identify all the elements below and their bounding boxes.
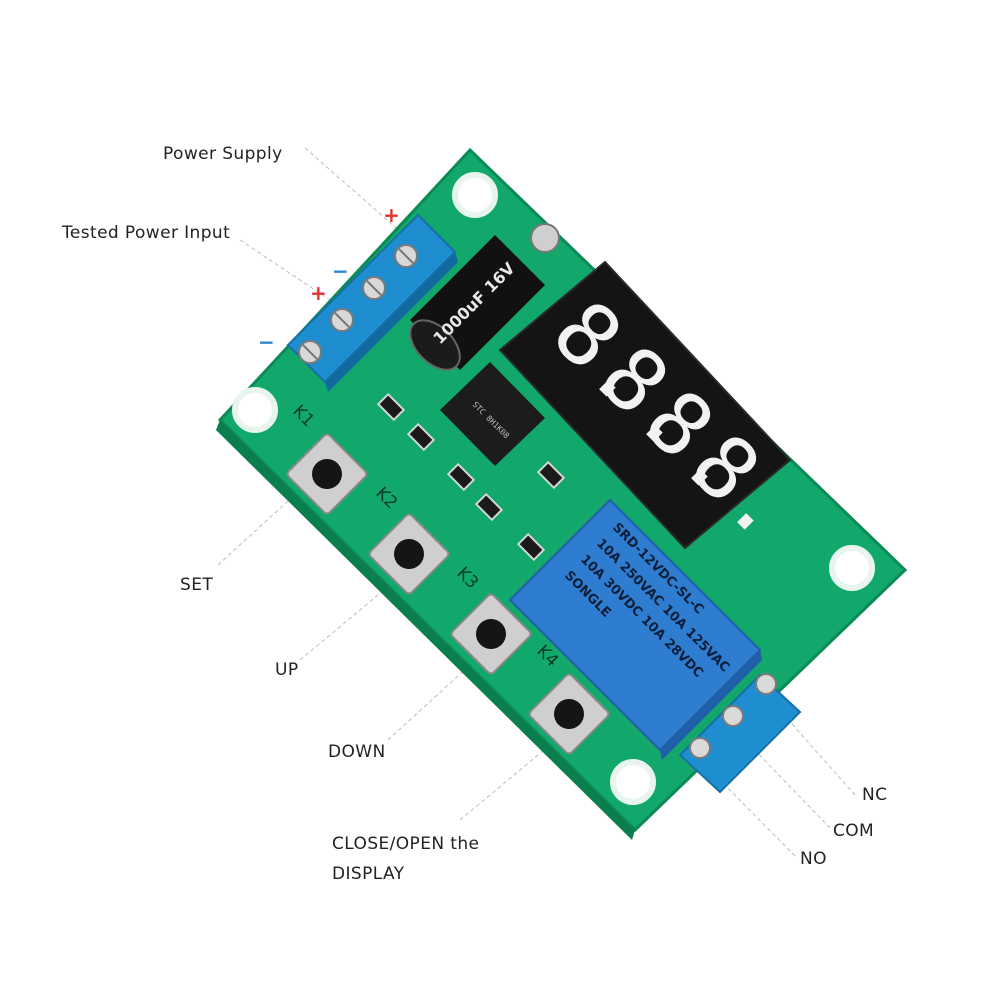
close-open-line-2: DISPLAY bbox=[332, 864, 405, 884]
plus-mark-tested: + bbox=[310, 281, 328, 305]
plus-mark-power: + bbox=[383, 203, 401, 227]
button-cap-icon bbox=[476, 619, 506, 649]
seven-segment-display: 8.8.8.8. bbox=[498, 260, 815, 559]
leader-up bbox=[299, 584, 391, 661]
leader-power-supply bbox=[304, 147, 411, 241]
tested-power-input-label: Tested Power Input bbox=[62, 223, 231, 243]
output-terminal-block bbox=[678, 673, 802, 794]
pcb-edge bbox=[216, 420, 635, 840]
leader-close-open bbox=[459, 744, 551, 821]
button-cap-icon bbox=[312, 459, 342, 489]
com-label: COM bbox=[833, 821, 875, 841]
button-cap-icon bbox=[394, 539, 424, 569]
nc-label: NC bbox=[862, 785, 888, 805]
down-label: DOWN bbox=[328, 742, 386, 762]
close-open-line-1: CLOSE/OPEN the bbox=[332, 834, 480, 854]
minus-mark-tested: − bbox=[258, 330, 276, 354]
button-k1[interactable] bbox=[286, 433, 368, 515]
button-k2[interactable] bbox=[368, 513, 450, 595]
screw-icon bbox=[689, 737, 711, 759]
mounting-holes bbox=[232, 172, 875, 805]
crystal bbox=[530, 223, 560, 253]
up-label: UP bbox=[275, 660, 299, 680]
smd-components bbox=[376, 392, 566, 562]
tact-buttons bbox=[286, 433, 610, 755]
button-cap-icon bbox=[554, 699, 584, 729]
button-k4[interactable] bbox=[528, 673, 610, 755]
no-label: NO bbox=[800, 849, 827, 869]
power-supply-label: Power Supply bbox=[163, 144, 283, 164]
screw-icon bbox=[755, 673, 777, 695]
leader-down bbox=[387, 664, 471, 741]
screw-icon bbox=[722, 705, 744, 727]
input-terminal-block bbox=[286, 213, 458, 392]
minus-mark-power: − bbox=[332, 259, 350, 283]
leader-set bbox=[217, 489, 301, 566]
button-k3[interactable] bbox=[450, 593, 532, 675]
close-open-display-label: CLOSE/OPEN the DISPLAY bbox=[332, 829, 479, 889]
set-label: SET bbox=[180, 575, 214, 595]
leader-com bbox=[744, 739, 831, 829]
mcu-chip: STC 8H1K08 bbox=[440, 362, 545, 466]
